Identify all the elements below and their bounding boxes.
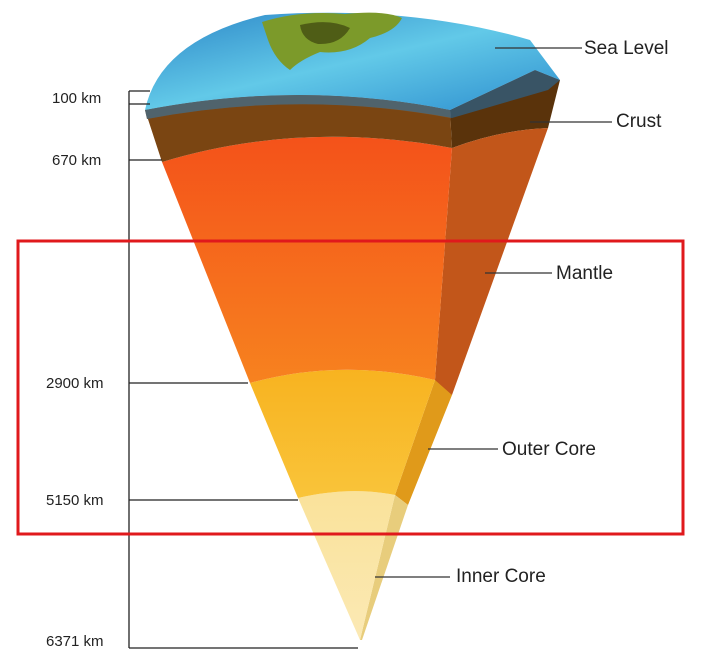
land-dark-patch [300, 22, 350, 45]
depth-label-2900km: 2900 km [46, 375, 104, 392]
wedge-side-face [360, 70, 560, 640]
depth-label-100km: 100 km [52, 90, 102, 107]
label-mantle: Mantle [556, 263, 614, 284]
leader-lines [375, 47, 612, 578]
surface-top [145, 12, 560, 119]
outer-core-front [250, 369, 435, 498]
depth-scale [128, 90, 358, 649]
side-mantle [435, 128, 548, 395]
side-outer-core [395, 380, 452, 505]
inner-core-front [298, 491, 395, 640]
wedge-front-face [145, 95, 452, 640]
depth-label-5150km: 5150 km [46, 492, 104, 509]
side-inner-core [360, 495, 408, 640]
crust-front [145, 95, 452, 162]
label-crust: Crust [616, 111, 662, 132]
mantle-front [162, 136, 452, 383]
ocean-surface [145, 12, 560, 110]
label-outer-core: Outer Core [502, 439, 596, 460]
depth-label-670km: 670 km [52, 152, 102, 169]
label-sea-level: Sea Level [584, 38, 669, 59]
label-inner-core: Inner Core [456, 566, 546, 587]
highlight-box [16, 239, 685, 536]
depth-label-6371km: 6371 km [46, 633, 104, 650]
